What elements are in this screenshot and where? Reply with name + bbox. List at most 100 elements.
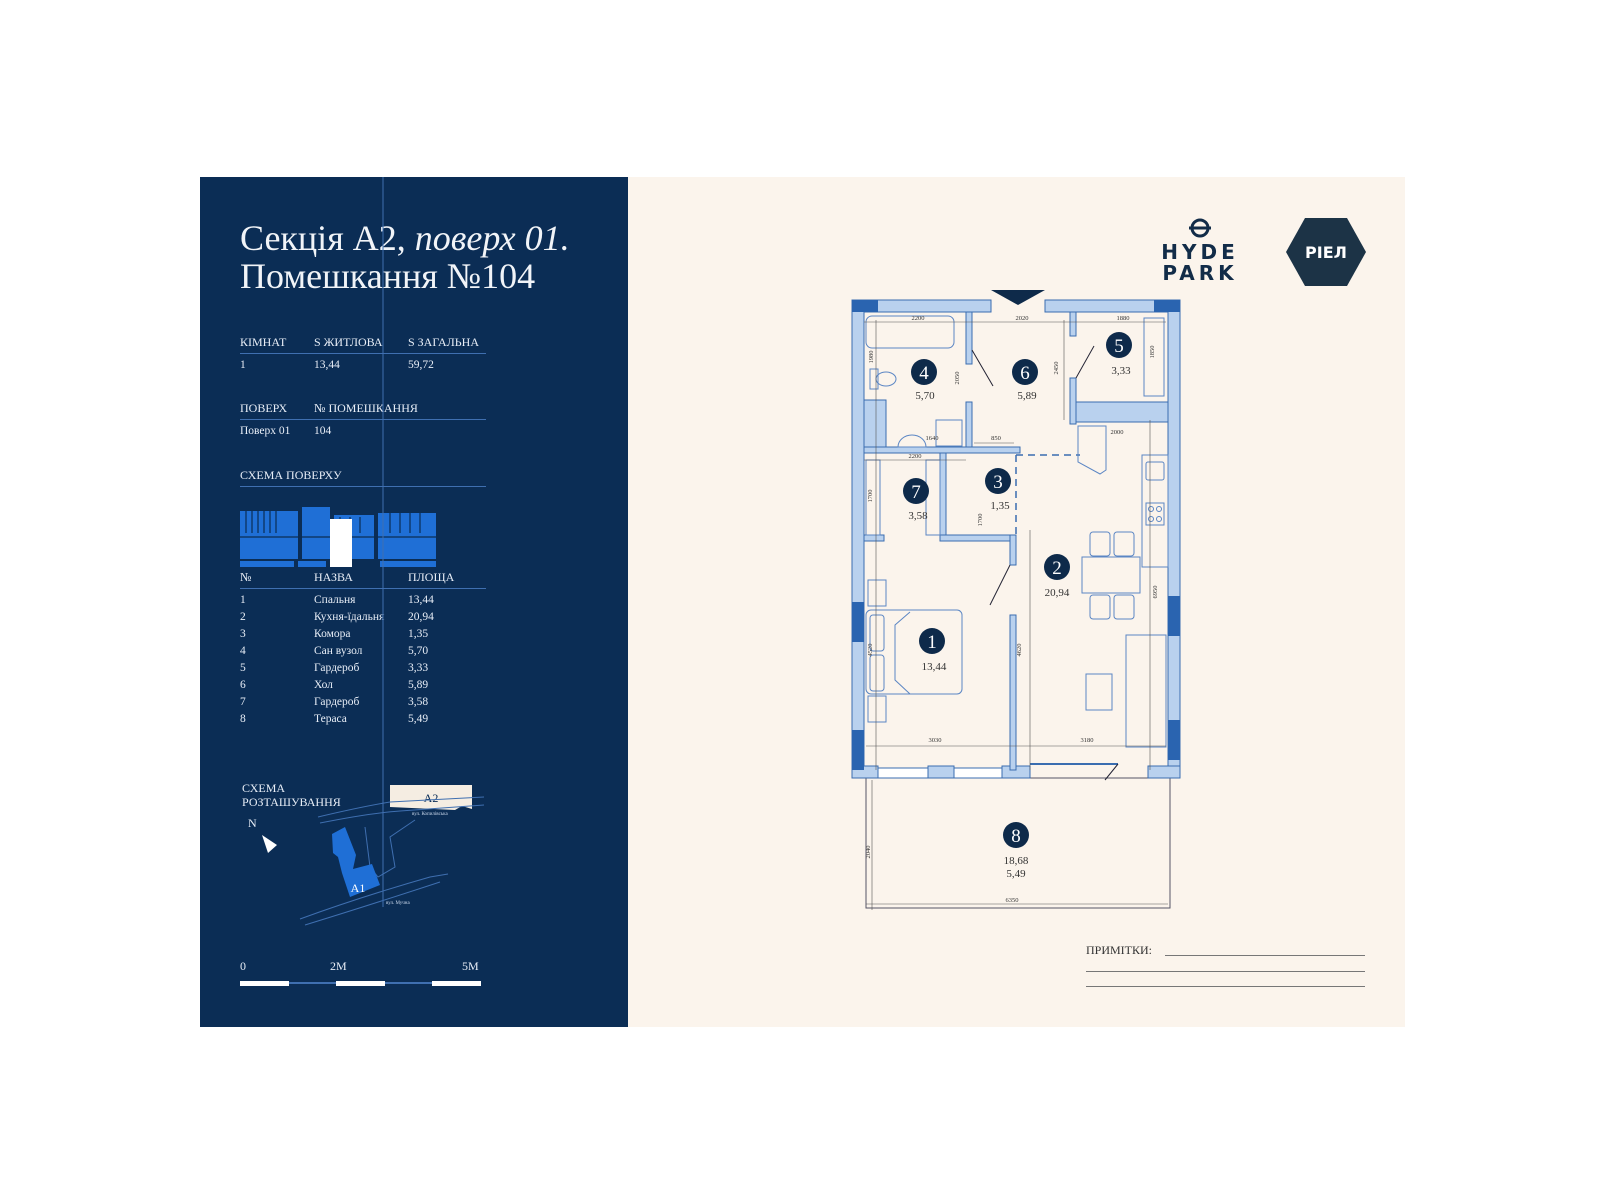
svg-text:2200: 2200 bbox=[909, 453, 922, 460]
room-badge-2: 220,94 bbox=[1044, 554, 1070, 599]
svg-text:2450: 2450 bbox=[1053, 362, 1060, 375]
toilet-tank bbox=[869, 368, 879, 390]
rooms-count: 1 bbox=[240, 359, 246, 371]
wall-corners bbox=[852, 300, 1180, 770]
svg-text:3: 3 bbox=[993, 472, 1003, 493]
bathtub bbox=[865, 315, 955, 349]
room-badge-7: 73,58 bbox=[903, 478, 929, 522]
svg-text:8: 8 bbox=[1011, 826, 1021, 847]
svg-text:1,35: 1,35 bbox=[990, 500, 1010, 512]
header-floor: ПОВЕРХ bbox=[240, 401, 288, 415]
riel-logo: РІЕЛ bbox=[1285, 216, 1367, 288]
svg-text:6950: 6950 bbox=[1152, 586, 1159, 599]
svg-text:7: 7 bbox=[911, 482, 921, 503]
svg-text:13,44: 13,44 bbox=[922, 661, 947, 673]
notes-label: ПРИМІТКИ: bbox=[1086, 943, 1153, 957]
header-rooms: КІМНАТ bbox=[240, 335, 287, 349]
scale-label-0: 0 bbox=[240, 959, 246, 973]
svg-text:850: 850 bbox=[991, 435, 1001, 442]
svg-text:3,33: 3,33 bbox=[1111, 365, 1131, 377]
svg-text:1850: 1850 bbox=[1149, 346, 1156, 359]
nightstand bbox=[867, 579, 887, 607]
notes-line bbox=[1086, 971, 1365, 972]
header-name: НАЗВА bbox=[314, 570, 353, 584]
floor-scheme-map bbox=[240, 507, 436, 567]
scale-label-5m: 5M bbox=[462, 959, 479, 973]
section-tag: А2 bbox=[424, 791, 439, 805]
summary-table: КІМНАТ S ЖИТЛОВА S ЗАГАЛЬНА 1 13,44 59,7… bbox=[240, 335, 486, 371]
svg-text:2200: 2200 bbox=[912, 315, 925, 322]
street-top-label: вул. Копилівська bbox=[412, 812, 448, 817]
entrance-arrow-icon bbox=[991, 290, 1045, 305]
room-badge-1: 113,44 bbox=[919, 628, 947, 673]
title-floor: поверх 01. bbox=[414, 218, 570, 258]
room-badge-3: 31,35 bbox=[985, 468, 1011, 512]
svg-text:5,49: 5,49 bbox=[1006, 868, 1026, 880]
title-section: Секція А2, bbox=[240, 218, 406, 258]
svg-text:1880: 1880 bbox=[1117, 315, 1130, 322]
svg-text:1980: 1980 bbox=[868, 351, 875, 364]
room-badge-6: 65,89 bbox=[1012, 359, 1038, 402]
washer bbox=[935, 419, 963, 447]
svg-text:5: 5 bbox=[1114, 336, 1124, 357]
svg-text:2040: 2040 bbox=[865, 846, 872, 859]
dining-table bbox=[1081, 556, 1141, 594]
interior-walls bbox=[863, 311, 1169, 771]
location-map: А2 вул. Копилівська вул. Мучна А1 N 0 2M… bbox=[240, 177, 485, 986]
header-apartment-no: № ПОМЕШКАННЯ bbox=[314, 401, 418, 415]
corner-sink bbox=[1077, 425, 1107, 475]
wardrobe-5-rail bbox=[1143, 317, 1165, 397]
info-panel: Секція А2, поверх 01. Помешкання №104 КІ… bbox=[200, 177, 628, 1027]
svg-text:2: 2 bbox=[1052, 558, 1062, 579]
windows bbox=[877, 767, 1003, 779]
building-label: А1 bbox=[351, 881, 366, 895]
section-tag-box bbox=[390, 785, 472, 810]
floor-scheme-label: СХЕМА ПОВЕРХУ bbox=[240, 468, 486, 487]
svg-text:4520: 4520 bbox=[867, 644, 874, 657]
north-arrow-icon bbox=[262, 835, 277, 853]
notes-line bbox=[1086, 986, 1365, 987]
floor-value: Поверх 01 bbox=[240, 425, 291, 437]
sofa bbox=[1125, 634, 1167, 748]
svg-text:1700: 1700 bbox=[867, 490, 874, 503]
street-bottom-label: вул. Мучна bbox=[386, 901, 410, 906]
sink bbox=[897, 434, 927, 448]
svg-text:6: 6 bbox=[1020, 363, 1030, 384]
svg-text:2050: 2050 bbox=[954, 372, 961, 385]
svg-text:18,68: 18,68 bbox=[1004, 855, 1029, 867]
dimension-lines bbox=[864, 320, 1168, 910]
floor-info-table: ПОВЕРХ № ПОМЕШКАННЯ Поверх 01 104 bbox=[240, 401, 486, 437]
apartment-no: 104 bbox=[314, 425, 332, 437]
current-section-highlight bbox=[330, 519, 352, 567]
svg-text:1700: 1700 bbox=[977, 514, 984, 527]
page-title: Секція А2, поверх 01. Помешкання №104 bbox=[240, 219, 570, 295]
header-total-area: S ЗАГАЛЬНА bbox=[408, 335, 480, 349]
svg-text:2020: 2020 bbox=[1016, 315, 1029, 322]
svg-text:5,89: 5,89 bbox=[1017, 390, 1037, 402]
dimension-labels: 2200 2020 1880 1980 2050 2450 1850 1640 … bbox=[865, 315, 1159, 904]
svg-text:4: 4 bbox=[919, 363, 929, 384]
header-living-area: S ЖИТЛОВА bbox=[314, 335, 383, 349]
north-label: N bbox=[248, 816, 257, 830]
svg-text:2000: 2000 bbox=[1111, 429, 1124, 436]
svg-text:4620: 4620 bbox=[1016, 644, 1023, 657]
building-a1 bbox=[332, 827, 380, 897]
furniture bbox=[865, 315, 1169, 748]
floor-scheme: СХЕМА ПОВЕРХУ bbox=[240, 468, 486, 487]
living-area: 13,44 bbox=[314, 359, 340, 371]
kitchen-sink bbox=[1145, 461, 1165, 481]
scale-label-2m: 2M bbox=[330, 959, 347, 973]
kitchen-counter bbox=[1141, 454, 1169, 568]
svg-text:1: 1 bbox=[927, 632, 937, 653]
svg-text:3180: 3180 bbox=[1081, 737, 1094, 744]
